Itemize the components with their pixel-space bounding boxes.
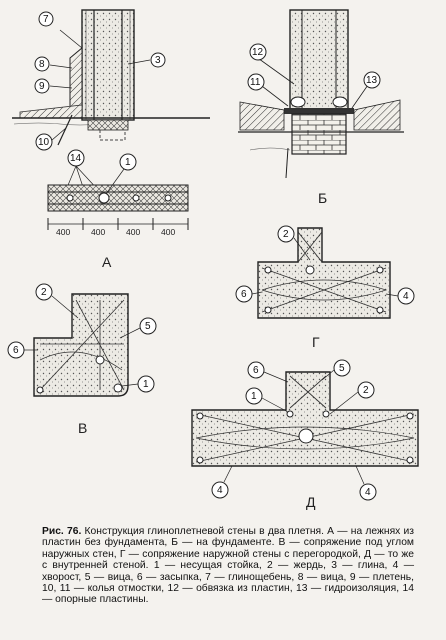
dimension-4: 400 bbox=[161, 227, 175, 237]
panel-label-d: Д bbox=[306, 494, 316, 510]
panel-label-v: В bbox=[78, 420, 88, 436]
callout-2-d: 2 bbox=[363, 385, 369, 396]
panel-v-plan: 2 5 6 1 bbox=[7, 283, 157, 397]
panel-g-plan: 2 6 4 bbox=[235, 225, 415, 319]
callout-2-g: 2 bbox=[283, 229, 289, 240]
callout-6-v: 6 bbox=[13, 345, 19, 356]
callout-6-g: 6 bbox=[241, 289, 247, 300]
callout-4-d-left: 4 bbox=[217, 485, 223, 496]
callout-1-v: 1 bbox=[143, 379, 149, 390]
callout-1-d: 1 bbox=[251, 391, 257, 402]
callout-1-a: 1 bbox=[125, 157, 131, 168]
callout-6-d: 6 bbox=[253, 365, 259, 376]
panel-label-g: Г bbox=[312, 334, 320, 350]
callout-9: 9 bbox=[39, 81, 45, 92]
panel-a-plan: 1 400 400 400 400 bbox=[47, 153, 189, 237]
panel-a-section: 7 8 9 3 10 14 bbox=[12, 9, 210, 193]
callout-5-d: 5 bbox=[339, 363, 345, 374]
panel-label-b: Б bbox=[318, 190, 328, 206]
callout-2-v: 2 bbox=[41, 287, 47, 298]
callout-14: 14 bbox=[70, 153, 82, 164]
caption-text: Конструкция глинoплетневой стены в два п… bbox=[42, 526, 414, 606]
caption-label: Рис. 76. bbox=[42, 526, 82, 537]
callout-7-circle bbox=[38, 11, 54, 27]
callout-4-g: 4 bbox=[403, 291, 409, 302]
wall-construction-figure: 7 8 9 3 10 14 1 400 400 400 400 bbox=[7, 9, 419, 501]
panel-d-plan: 6 5 1 2 4 4 bbox=[191, 359, 419, 501]
callout-13: 13 bbox=[366, 75, 378, 86]
panel-b-section: 12 11 13 bbox=[238, 9, 404, 179]
callout-7: 7 bbox=[43, 14, 49, 25]
panel-label-a: А bbox=[102, 254, 112, 270]
dimension-3: 400 bbox=[126, 227, 140, 237]
callout-11: 11 bbox=[250, 77, 261, 88]
callout-12: 12 bbox=[252, 47, 264, 58]
dimension-2: 400 bbox=[91, 227, 105, 237]
figure-caption: Рис. 76. Конструкция глинoплетневой стен… bbox=[42, 526, 414, 606]
callout-3: 3 bbox=[155, 55, 161, 66]
callout-10: 10 bbox=[38, 137, 50, 148]
callout-8: 8 bbox=[39, 59, 45, 70]
dimension-1: 400 bbox=[56, 227, 70, 237]
callout-4-d-right: 4 bbox=[365, 487, 371, 498]
callout-5-v: 5 bbox=[145, 321, 151, 332]
